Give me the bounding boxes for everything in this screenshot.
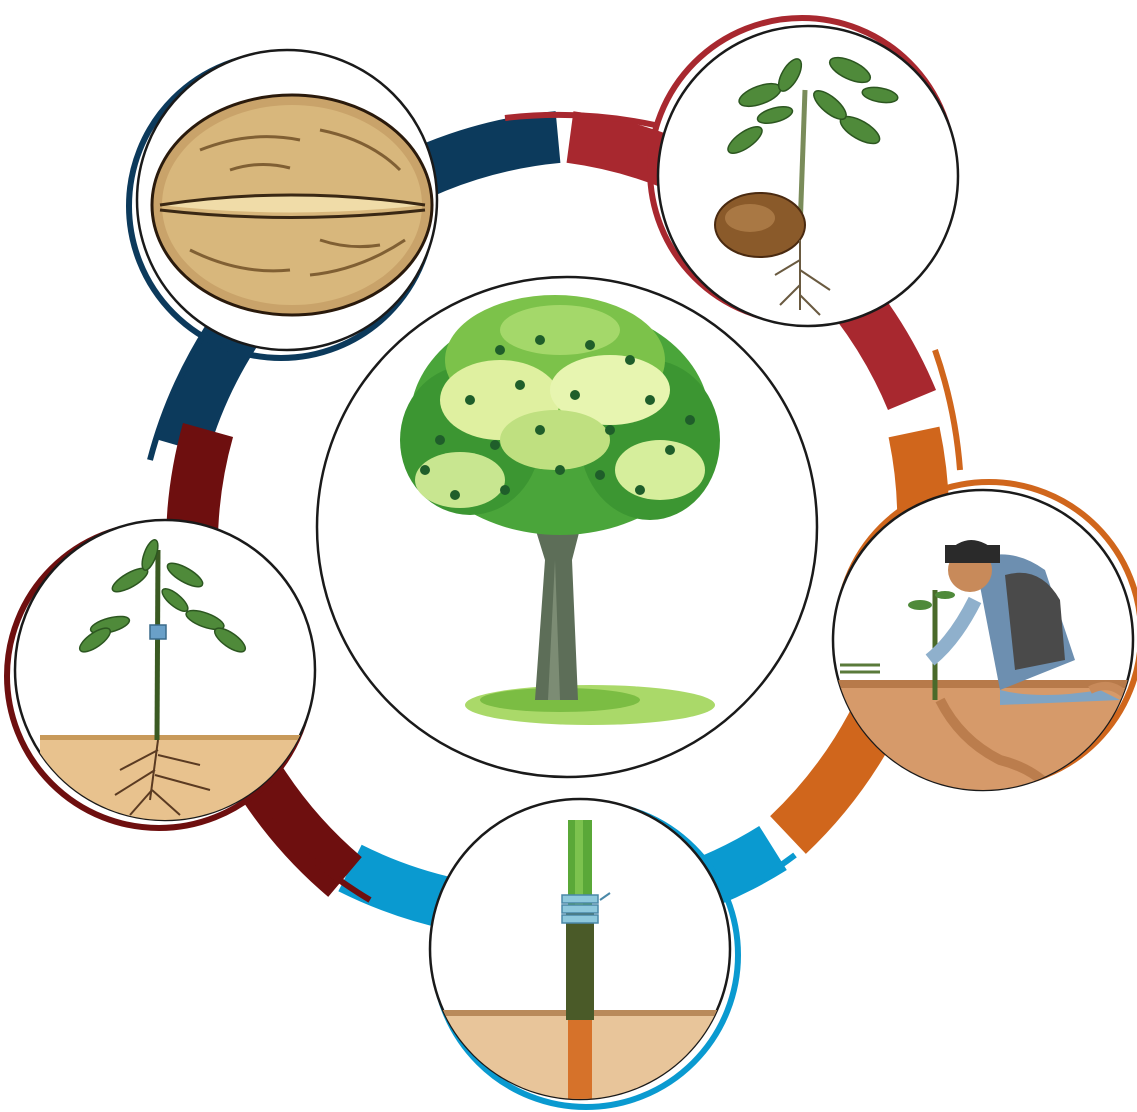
accent-grafting xyxy=(932,349,963,471)
stage-nut xyxy=(126,48,439,361)
grafting-person-icon xyxy=(833,540,1133,790)
stage-sapling xyxy=(4,518,317,831)
walnut-tree-icon xyxy=(400,295,720,725)
sapling-icon xyxy=(40,539,300,820)
accent-germination xyxy=(504,111,656,128)
seedling-icon xyxy=(714,56,899,316)
stage-graft-union xyxy=(428,797,741,1110)
walnut-icon xyxy=(150,93,434,317)
center-tree-circle xyxy=(315,275,819,779)
stage-grafting xyxy=(831,479,1137,792)
stage-germination xyxy=(647,15,960,328)
accent-sapling xyxy=(267,817,372,903)
